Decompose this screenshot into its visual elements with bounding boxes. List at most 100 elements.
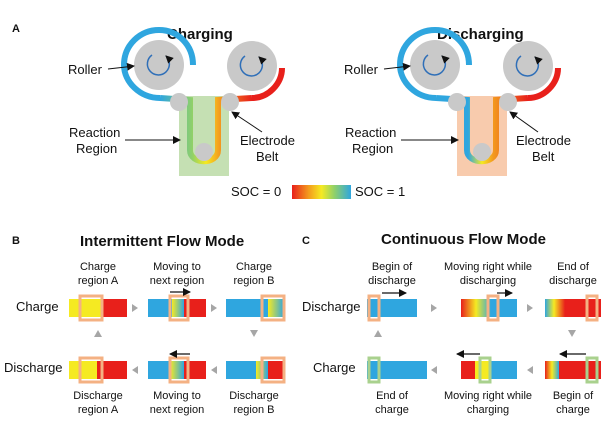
b-top-label-2b: next region [150, 275, 204, 287]
charging-guide-roller-right [221, 93, 239, 111]
b-bottom-label-2b: next region [150, 404, 204, 416]
b-bottom-strip-1 [69, 356, 127, 384]
panel-c-title: Continuous Flow Mode [381, 231, 546, 248]
panel-c-top-labels: Begin of discharge Moving right while di… [368, 261, 597, 287]
c-bottom-strip-1 [367, 356, 427, 384]
c-flow-arrows [374, 304, 576, 374]
b-bottom-label-3a: Discharge [229, 390, 279, 402]
discharging-guide-roller-bottom [473, 143, 491, 161]
c-bottom-strip-2 [456, 350, 517, 384]
c-row-charge-label: Charge [313, 360, 356, 375]
panel-b-tag: B [12, 235, 20, 247]
charging-electrode-label-1: Electrode [240, 133, 295, 148]
charging-guide-roller-left [170, 93, 188, 111]
c-region-marker [486, 294, 500, 322]
c-top-label-3b: discharge [549, 275, 597, 287]
charging-belt-left [120, 26, 196, 101]
b-bottom-strip-2 [148, 350, 206, 384]
discharging-reaction-label-1: Reaction [345, 125, 396, 140]
b-arrow-right-icon [211, 304, 217, 312]
discharging-belt-left [396, 26, 472, 101]
charging-belt-middle [159, 95, 253, 165]
c-bottom-label-3a: Begin of [553, 390, 594, 402]
b-arrow-up-icon [94, 330, 102, 337]
b-top-label-1a: Charge [80, 261, 116, 273]
b-row-discharge-label: Discharge [4, 360, 63, 375]
discharging-belt-right [527, 67, 561, 101]
charging-reaction-label-2: Region [76, 141, 117, 156]
b-top-label-3a: Charge [236, 261, 272, 273]
c-arrow-left-icon [431, 366, 437, 374]
charging-roller-left [134, 40, 184, 90]
c-top-strip-1 [367, 289, 417, 322]
b-bottom-strip-3 [226, 356, 286, 384]
discharging-rotation-right-icon [515, 55, 543, 77]
charging-rotation-left-icon [146, 54, 174, 76]
b-region-marker [168, 356, 190, 384]
b-arrow-left-icon [132, 366, 138, 374]
discharging-roller-label: Roller [344, 62, 379, 77]
c-bottom-label-2a: Moving right while [444, 390, 532, 402]
b-bottom-label-2a: Moving to [153, 390, 201, 402]
c-top-label-2b: discharging [460, 275, 516, 287]
c-top-strip-3 [545, 294, 601, 322]
panel-b-title: Intermittent Flow Mode [80, 233, 244, 250]
c-bottom-strip-3 [545, 350, 601, 384]
discharging-guide-roller-left [448, 93, 466, 111]
b-region-marker [260, 294, 286, 322]
b-arrow-right-icon [132, 304, 138, 312]
c-bottom-label-1a: End of [376, 390, 409, 402]
b-bottom-label-1a: Discharge [73, 390, 123, 402]
c-row-discharge-label: Discharge [302, 299, 361, 314]
discharging-belt-middle [435, 95, 529, 165]
discharging-reaction-label-2: Region [352, 141, 393, 156]
c-arrow-left-icon [527, 366, 533, 374]
c-top-label-2a: Moving right while [444, 261, 532, 273]
c-arrow-down-icon [568, 330, 576, 337]
c-top-label-1b: discharge [368, 275, 416, 287]
b-row-charge-label: Charge [16, 299, 59, 314]
soc-right-label: SOC = 1 [355, 184, 405, 199]
c-region-marker [367, 294, 381, 322]
c-arrow-right-icon [527, 304, 533, 312]
c-top-label-3a: End of [557, 261, 590, 273]
b-region-marker [168, 294, 190, 322]
charging-electrode-label-2: Belt [256, 149, 279, 164]
discharging-rotation-left-icon [422, 54, 450, 76]
b-arrow-down-icon [250, 330, 258, 337]
discharging-roller-left [410, 40, 460, 90]
c-top-strip-2 [461, 289, 517, 322]
panel-c-bottom-labels: End of charge Moving right while chargin… [375, 390, 594, 416]
b-region-marker [78, 356, 104, 384]
b-bottom-label-3b: region B [234, 404, 275, 416]
b-arrow-left-icon [211, 366, 217, 374]
b-top-strip-1 [69, 294, 127, 322]
c-bottom-label-1b: charge [375, 404, 409, 416]
b-top-strip-3 [226, 294, 286, 322]
charging-roller-right [227, 41, 277, 91]
discharging-electrode-pointer [509, 111, 539, 133]
c-region-marker [585, 294, 599, 322]
discharging-guide-roller-right [499, 93, 517, 111]
b-top-label-2a: Moving to [153, 261, 201, 273]
charging-reaction-label-1: Reaction [69, 125, 120, 140]
discharging-diagram: Discharging Roller Reaction Region Elect… [344, 26, 571, 176]
c-region-marker [585, 356, 599, 384]
b-top-label-3b: region B [234, 275, 275, 287]
soc-scale: SOC = 0 SOC = 1 [231, 184, 405, 199]
charging-roller-pointer [107, 62, 135, 71]
c-arrow-right-icon [431, 304, 437, 312]
discharging-electrode-label-1: Electrode [516, 133, 571, 148]
charging-guide-roller-bottom [195, 143, 213, 161]
b-bottom-label-1b: region A [78, 404, 119, 416]
soc-color-bar [292, 185, 351, 199]
panel-a-tag: A [12, 23, 20, 35]
panel-b-top-labels: Charge region A Moving to next region Ch… [78, 261, 275, 287]
charging-roller-label: Roller [68, 62, 103, 77]
b-region-marker [260, 356, 286, 384]
charging-diagram: Charging Roller Reaction Region Electrod… [68, 26, 295, 176]
panel-b-bottom-labels: Discharge region A Moving to next region… [73, 390, 279, 416]
c-region-marker [478, 356, 492, 384]
